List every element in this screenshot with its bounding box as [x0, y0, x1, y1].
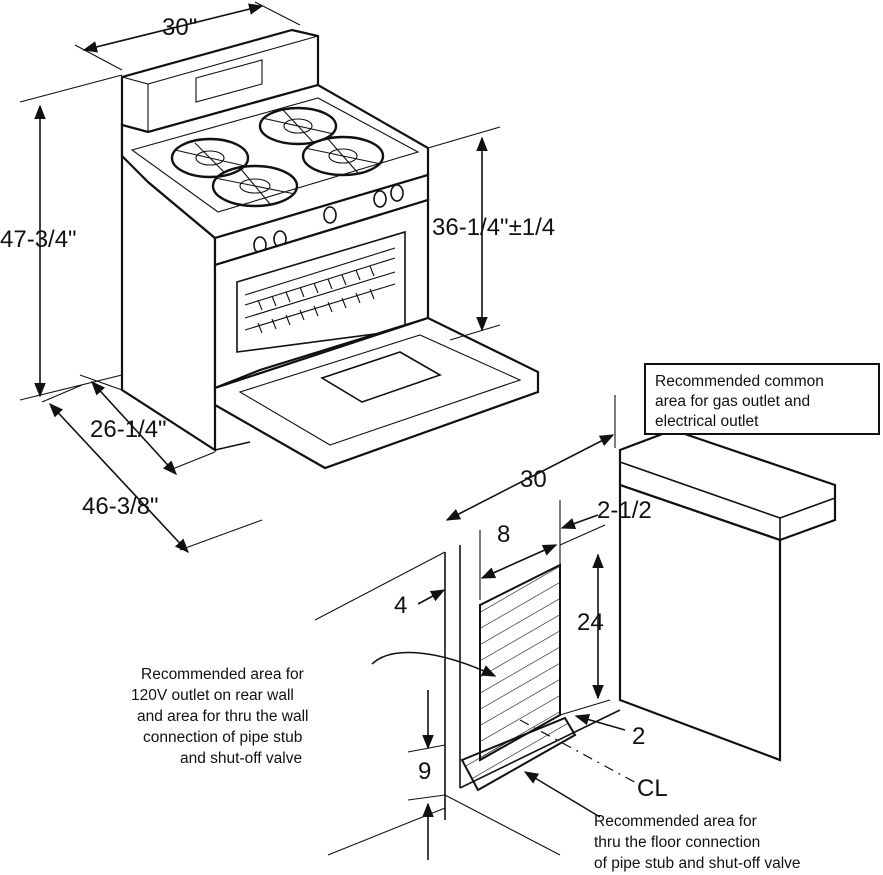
rear-wall-note-leader: [371, 651, 497, 677]
dim-door-open-depth: 46-3/8": [82, 493, 159, 520]
centerline-symbol: CL: [637, 775, 668, 802]
dim-cutout-width: 30: [520, 466, 547, 493]
burner-grate-left-rear: [170, 137, 250, 179]
knob-icon: [373, 190, 387, 208]
rear-wall-note-line-1: Recommended area for: [141, 666, 304, 683]
dim-floor-height: 9: [418, 758, 431, 785]
dim-range-height: 47-3/4": [0, 226, 77, 253]
control-display: [195, 59, 263, 103]
adjacent-cabinet: [618, 428, 837, 762]
dim-wall-offset: 4: [394, 592, 407, 619]
oven-door-window: [320, 351, 442, 403]
width-dimension-line: [82, 3, 264, 53]
floor-connection-area: [460, 716, 577, 792]
range-illustration: [120, 28, 540, 470]
rear-wall-note-line-3: and area for thru the wall: [137, 708, 308, 725]
outlet-location-diagram: [314, 363, 880, 860]
cutout-width-dimension-line: [445, 434, 615, 521]
rear-wall-note-line-2: 120V outlet on rear wall: [131, 687, 294, 704]
knob-icon: [323, 206, 337, 224]
dim-cooktop-height: 36-1/4"±1/4: [432, 214, 555, 241]
note-box-line-3: electrical outlet: [655, 413, 759, 430]
gas-electrical-note-box: [644, 363, 880, 435]
dim-range-width: 30": [162, 14, 197, 41]
dim-range-depth: 26-1/4": [90, 416, 167, 443]
outlet-area-width-dimension-line: [480, 544, 558, 579]
dim-side-offset: 2-1/2: [597, 497, 652, 524]
floor-note-line-1: Recommended area for: [594, 813, 757, 830]
dim-outlet-area-width: 8: [497, 521, 510, 548]
note-box-line-2: area for gas outlet and: [655, 393, 810, 410]
oven-racks: [244, 247, 396, 334]
knob-icon: [390, 184, 404, 202]
burner-grates: [170, 106, 385, 208]
note-box-line-1: Recommended common: [655, 373, 824, 390]
door-open-depth-dimension-line: [49, 402, 189, 554]
labels: 30" 47-3/4" 36-1/4"±1/4 26-1/4" 46-3/8" …: [0, 14, 824, 872]
burner-grate-right-rear: [258, 106, 338, 146]
rear-wall-note-line-4: connection of pipe stub: [143, 729, 302, 746]
centerline: [519, 719, 641, 786]
floor-note-line-3: of pipe stub and shut-off valve: [594, 855, 801, 872]
dim-outlet-area-height: 24: [577, 609, 604, 636]
burner-grate-left-front: [211, 164, 299, 208]
range-dimensions: [19, 1, 501, 554]
burner-grate-right-front: [301, 135, 385, 177]
floor-note-leader: [523, 771, 601, 818]
dim-floor-offset: 2: [632, 723, 645, 750]
rear-wall-note-line-5: and shut-off valve: [180, 750, 302, 767]
floor-note-line-2: thru the floor connection: [594, 834, 760, 851]
